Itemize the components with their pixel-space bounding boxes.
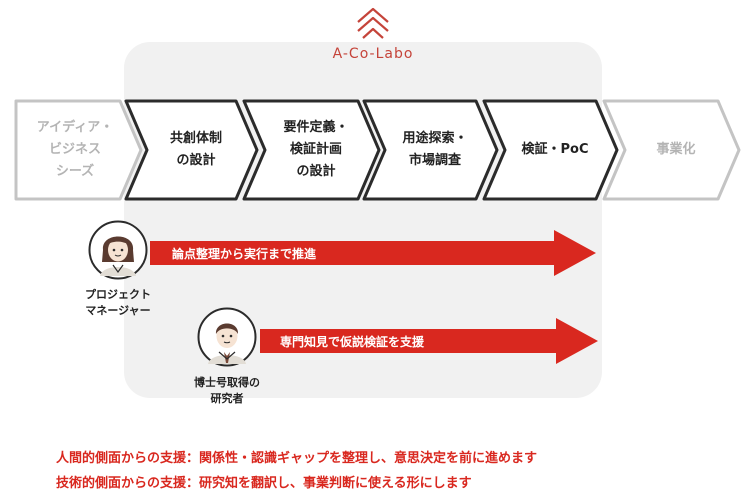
arrow-researcher [260, 318, 598, 364]
step-label-requirements: 要件定義・ 検証計画 の設計 [283, 120, 349, 179]
step-label-ideas: アイディア・ ビジネス シーズ [36, 120, 114, 179]
logo: A-Co-Labo [318, 6, 428, 66]
arrow-text-researcher: 専門知見で仮説検証を支援 [280, 335, 425, 349]
step-label-market-research: 用途探索・ 市場調査 [402, 131, 468, 168]
step-chevron-commercialization [602, 99, 741, 201]
summary-human-support: 人間的側面からの支援：関係性・認識ギャップを整理し、意思決定を前に進めます [56, 451, 538, 466]
step-label-commercialization: 事業化 [656, 142, 696, 157]
step-chevron-co-creation [124, 99, 259, 201]
man-avatar-icon [197, 307, 257, 367]
logo-text: A-Co-Labo [332, 46, 414, 62]
step-label-co-creation: 共創体制 の設計 [169, 131, 222, 168]
arrow-project-manager [150, 230, 596, 276]
step-label-poc: 検証・PoC [521, 142, 589, 157]
process-chevrons [14, 99, 741, 201]
summary-technical-support: 技術的側面からの支援：研究知を翻訳し、事業判断に使える形にします [56, 476, 472, 491]
role-name-project-manager: プロジェクト マネージャー [85, 288, 151, 317]
step-chevron-poc [482, 99, 619, 201]
roof-chevron-logo-icon [357, 7, 389, 39]
step-chevron-ideas [14, 99, 143, 201]
process-steps: アイディア・ ビジネス シーズ 共創体制 の設計 要件定義・ 検証計画 の設計 … [0, 98, 752, 202]
step-chevron-market-research [362, 99, 499, 201]
step-chevron-requirements [242, 99, 381, 201]
woman-avatar-icon [88, 220, 148, 280]
arrow-text-project-manager: 論点整理から実行まで推進 [172, 247, 317, 261]
role-name-researcher: 博士号取得の 研究者 [194, 376, 260, 405]
